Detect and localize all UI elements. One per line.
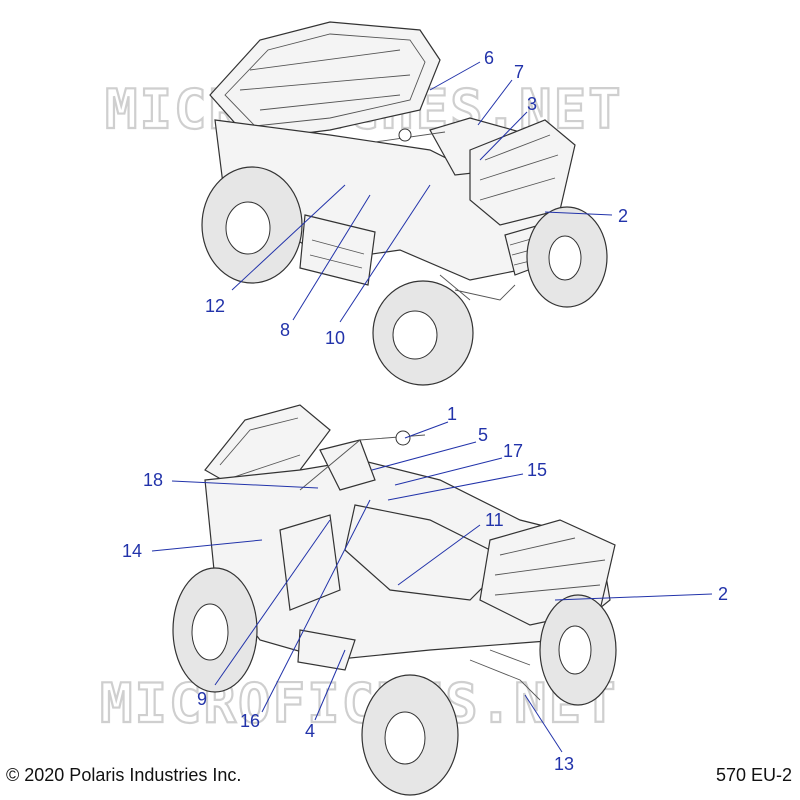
upper-leader-lines	[231, 61, 613, 323]
callout-14: 14	[122, 541, 142, 561]
callout-7: 7	[514, 62, 524, 82]
callout-6: 6	[484, 48, 494, 68]
upper-callouts: 6 7 3 2 12 8 10	[205, 48, 628, 348]
callout-1: 1	[447, 404, 457, 424]
callout-3: 3	[527, 94, 537, 114]
callout-9: 9	[197, 689, 207, 709]
callout-5: 5	[478, 425, 488, 445]
callout-13: 13	[554, 754, 574, 774]
callout-15: 15	[527, 460, 547, 480]
callout-4: 4	[305, 721, 315, 741]
callout-16: 16	[240, 711, 260, 731]
watermark-bottom: MICROFICHES.NET	[100, 672, 618, 735]
page-code: 570 EU-2	[715, 765, 792, 785]
lower-leader-lines	[151, 421, 713, 753]
callout-2: 2	[618, 206, 628, 226]
callout-2-lower: 2	[718, 584, 728, 604]
lower-callouts: 1 5 17 15 18 11 14 2 9 16 4 13	[122, 404, 728, 774]
copyright-text: © 2020 Polaris Industries Inc.	[6, 765, 242, 785]
callout-12: 12	[205, 296, 225, 316]
upper-atv-illustration	[201, 21, 608, 386]
callout-8: 8	[280, 320, 290, 340]
callout-18: 18	[143, 470, 163, 490]
callout-17: 17	[503, 441, 523, 461]
callout-11: 11	[485, 510, 504, 530]
lower-atv-illustration	[172, 404, 617, 796]
callout-10: 10	[325, 328, 345, 348]
